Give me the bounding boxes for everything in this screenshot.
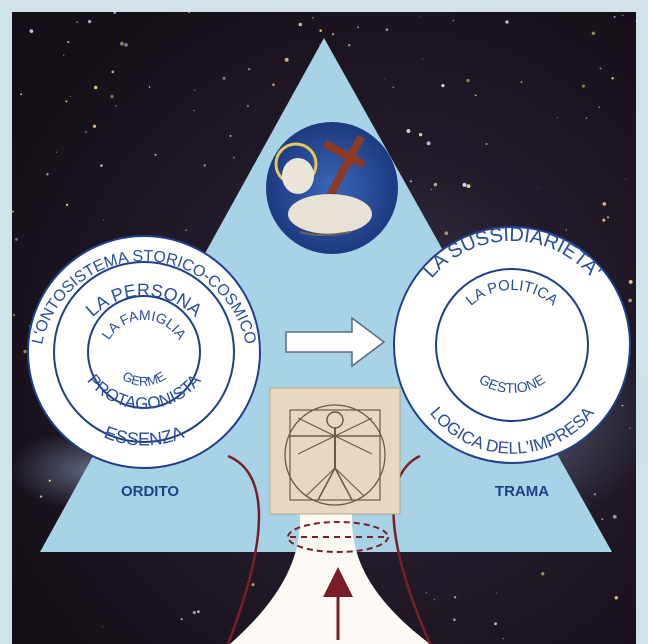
left-disc: L'ONTOSISTEMA STORICO-COSMICO LA PERSONA… [28,236,260,468]
trama-caption: TRAMA [495,483,549,500]
vitruvian-man-icon [270,388,400,514]
lamb-with-cross-icon [266,122,398,254]
right-disc: LA SUSSIDIARIETA' LA POLITICA GESTIONE L… [394,224,630,463]
ordito-caption: ORDITO [121,483,179,500]
